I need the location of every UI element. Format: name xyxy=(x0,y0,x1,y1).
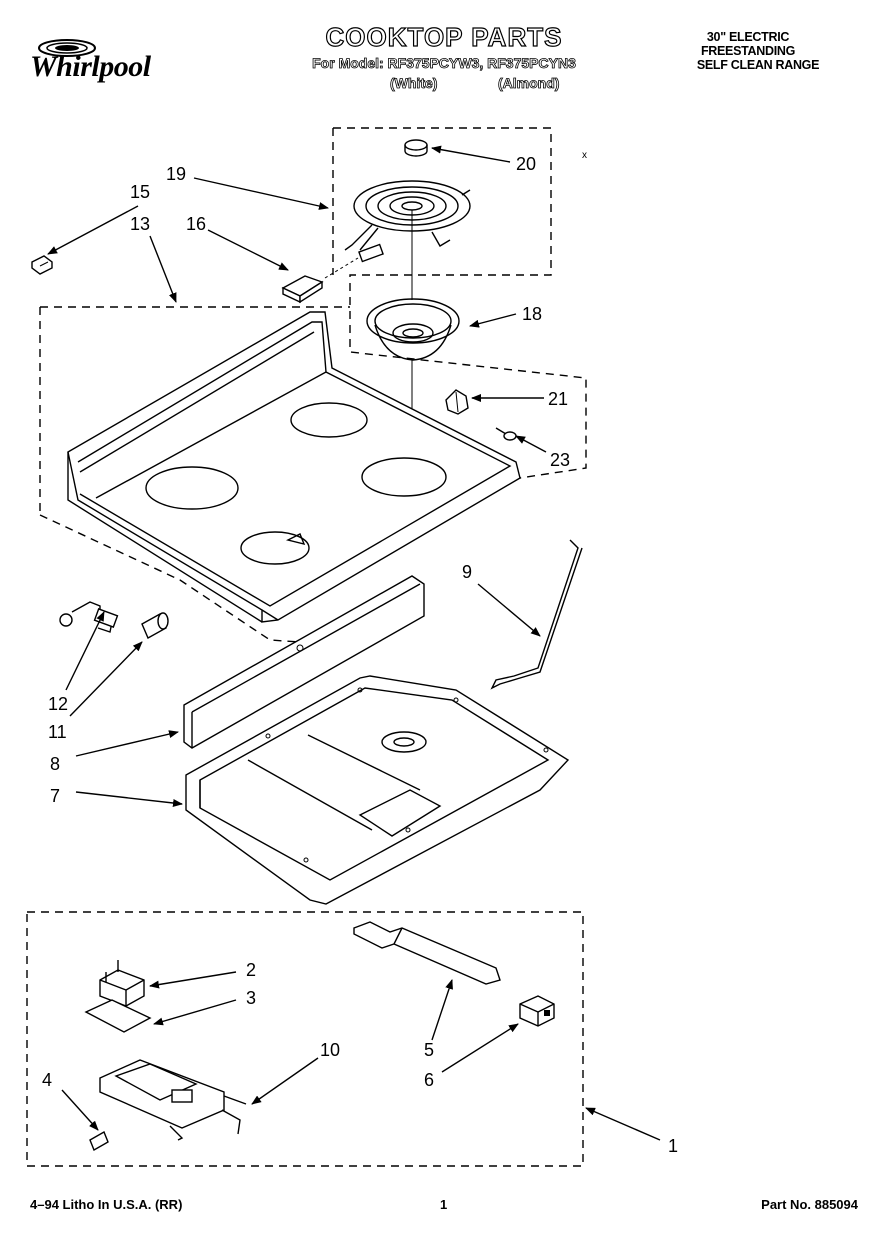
surface-element-group-box xyxy=(333,127,587,479)
leader-10 xyxy=(251,1057,319,1105)
leader-16 xyxy=(207,229,289,271)
callout-19: 19 xyxy=(166,164,186,184)
leader-19 xyxy=(193,177,329,210)
part-2-switch xyxy=(99,960,145,1007)
part-19-surface-element xyxy=(344,180,471,263)
callout-18: 18 xyxy=(522,304,542,324)
callout-23: 23 xyxy=(550,450,570,470)
range-type-line-3: SELF CLEAN RANGE xyxy=(696,58,820,72)
callout-3: 3 xyxy=(246,988,256,1008)
variant-almond: (Almond) xyxy=(498,75,560,92)
part-11-insulator xyxy=(141,612,169,639)
leader-3 xyxy=(153,999,237,1026)
logo-wordmark: Whirlpool xyxy=(30,50,151,83)
leader-4 xyxy=(61,1089,99,1131)
part-8-manifold-panel xyxy=(183,575,425,749)
leader-2 xyxy=(149,971,237,989)
part-5-rail xyxy=(353,921,501,985)
callout-16: 16 xyxy=(186,214,206,234)
part-10-switch-bracket xyxy=(99,1059,247,1141)
callout-9: 9 xyxy=(462,562,472,582)
leader-12 xyxy=(65,611,105,691)
range-type-line-1: 30" ELECTRIC xyxy=(706,30,790,44)
callout-5: 5 xyxy=(424,1040,434,1060)
range-type-line-2: FREESTANDING xyxy=(700,44,796,58)
part-6-connector xyxy=(519,995,555,1027)
part-23-screw xyxy=(495,427,517,441)
variant-white: (White) xyxy=(390,75,438,92)
page-title: COOKTOP PARTS xyxy=(325,21,563,52)
part-20-cap xyxy=(404,139,428,157)
leader-13 xyxy=(149,235,177,303)
callout-20: 20 xyxy=(516,154,536,174)
callout-1: 1 xyxy=(668,1136,678,1156)
part-21-bracket xyxy=(445,389,469,415)
bottom-group-box xyxy=(26,911,584,1167)
leader-9 xyxy=(477,583,541,637)
logo-swoosh-icon xyxy=(38,39,96,57)
callout-10: 10 xyxy=(320,1040,340,1060)
leader-8 xyxy=(75,730,179,757)
model-line: For Model: RF375PCYW3, RF375PCYN3 xyxy=(312,55,577,72)
leader-1 xyxy=(585,1107,661,1141)
footer-part-number: Part No. 885094 xyxy=(761,1197,858,1212)
part-7-burner-box xyxy=(185,675,570,905)
leader-23 xyxy=(515,435,547,453)
part-15-clip xyxy=(31,255,53,275)
part-16-terminal-block xyxy=(281,257,359,304)
part-18-drip-bowl xyxy=(366,298,460,361)
leader-11 xyxy=(69,641,143,717)
leader-15 xyxy=(47,205,139,255)
footer-litho: 4–94 Litho In U.S.A. (RR) xyxy=(30,1197,183,1212)
callout-4: 4 xyxy=(42,1070,52,1090)
leader-20 xyxy=(431,145,511,163)
callout-11: 11 xyxy=(48,722,67,742)
leader-6 xyxy=(441,1023,519,1073)
leader-18 xyxy=(469,313,517,328)
footer-page-number: 1 xyxy=(440,1197,448,1212)
callout-13: 13 xyxy=(130,214,150,234)
part-9-support-rod xyxy=(490,539,583,690)
leader-5 xyxy=(431,979,453,1041)
leader-7 xyxy=(75,791,183,807)
part-12-wire-terminal xyxy=(59,601,119,633)
callout-12: 12 xyxy=(48,694,68,714)
callout-7: 7 xyxy=(50,786,60,806)
callout-15: 15 xyxy=(130,182,150,202)
callout-21: 21 xyxy=(548,389,568,409)
callout-2: 2 xyxy=(246,960,256,980)
registration-mark: x xyxy=(582,150,587,161)
part-3-shield xyxy=(84,999,152,1033)
part-13-cooktop xyxy=(67,311,521,623)
callout-6: 6 xyxy=(424,1070,434,1090)
part-4-clip xyxy=(89,1130,109,1152)
callout-8: 8 xyxy=(50,754,60,774)
